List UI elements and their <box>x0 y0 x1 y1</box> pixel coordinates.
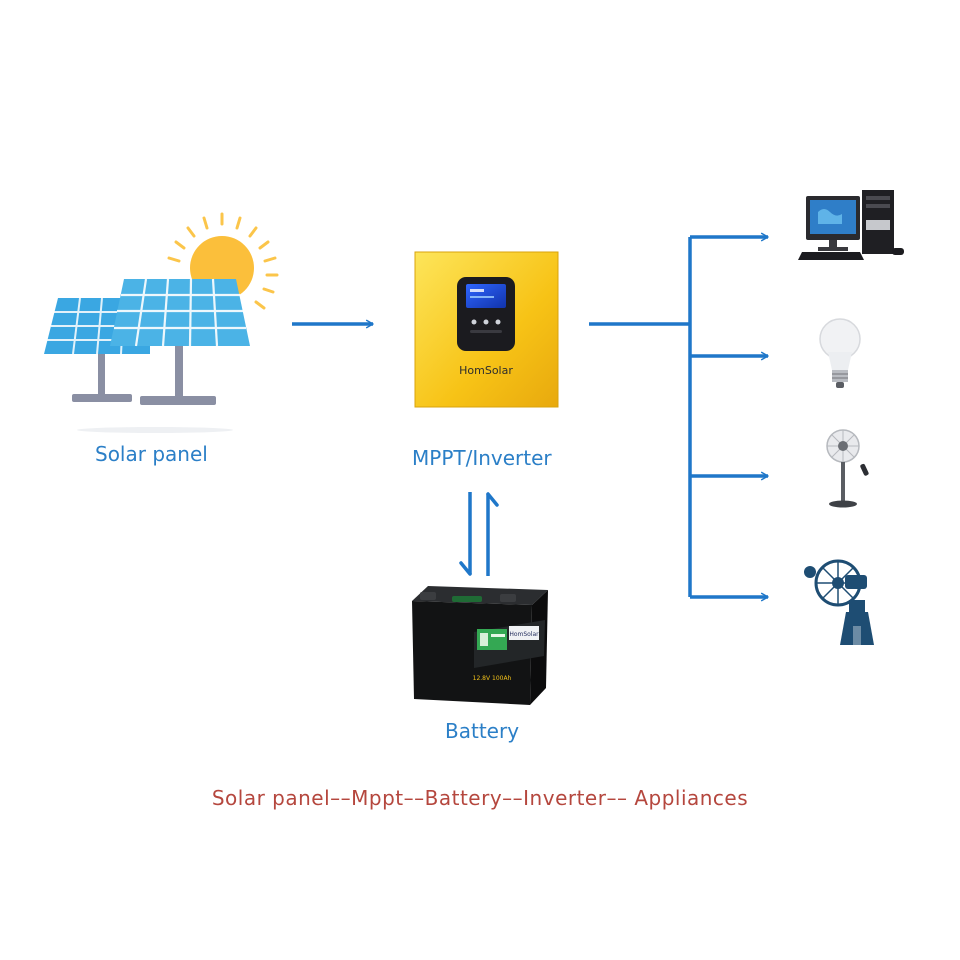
inverter-brand-text: HomSolar <box>459 364 513 377</box>
mppt-inverter-label: MPPT/Inverter <box>412 446 552 470</box>
battery-spec-text: 12.8V 100Ah <box>473 675 512 682</box>
solar-panel-icon <box>44 278 250 433</box>
solar-panel-label: Solar panel <box>95 442 208 466</box>
output-bus <box>589 237 692 597</box>
battery-icon: HomSolar 12.8V 100Ah <box>412 586 548 705</box>
battery-label: Battery <box>445 719 520 743</box>
computer-icon <box>798 190 904 260</box>
mppt-inverter-icon: HomSolar <box>414 251 559 408</box>
wall-fan-icon <box>804 559 874 645</box>
battery-brand-text: HomSolar <box>509 631 539 638</box>
flow-caption: Solar panel––Mppt––Battery––Inverter–– A… <box>211 786 749 810</box>
light-bulb-icon <box>819 318 861 388</box>
standing-fan-icon <box>826 429 869 508</box>
